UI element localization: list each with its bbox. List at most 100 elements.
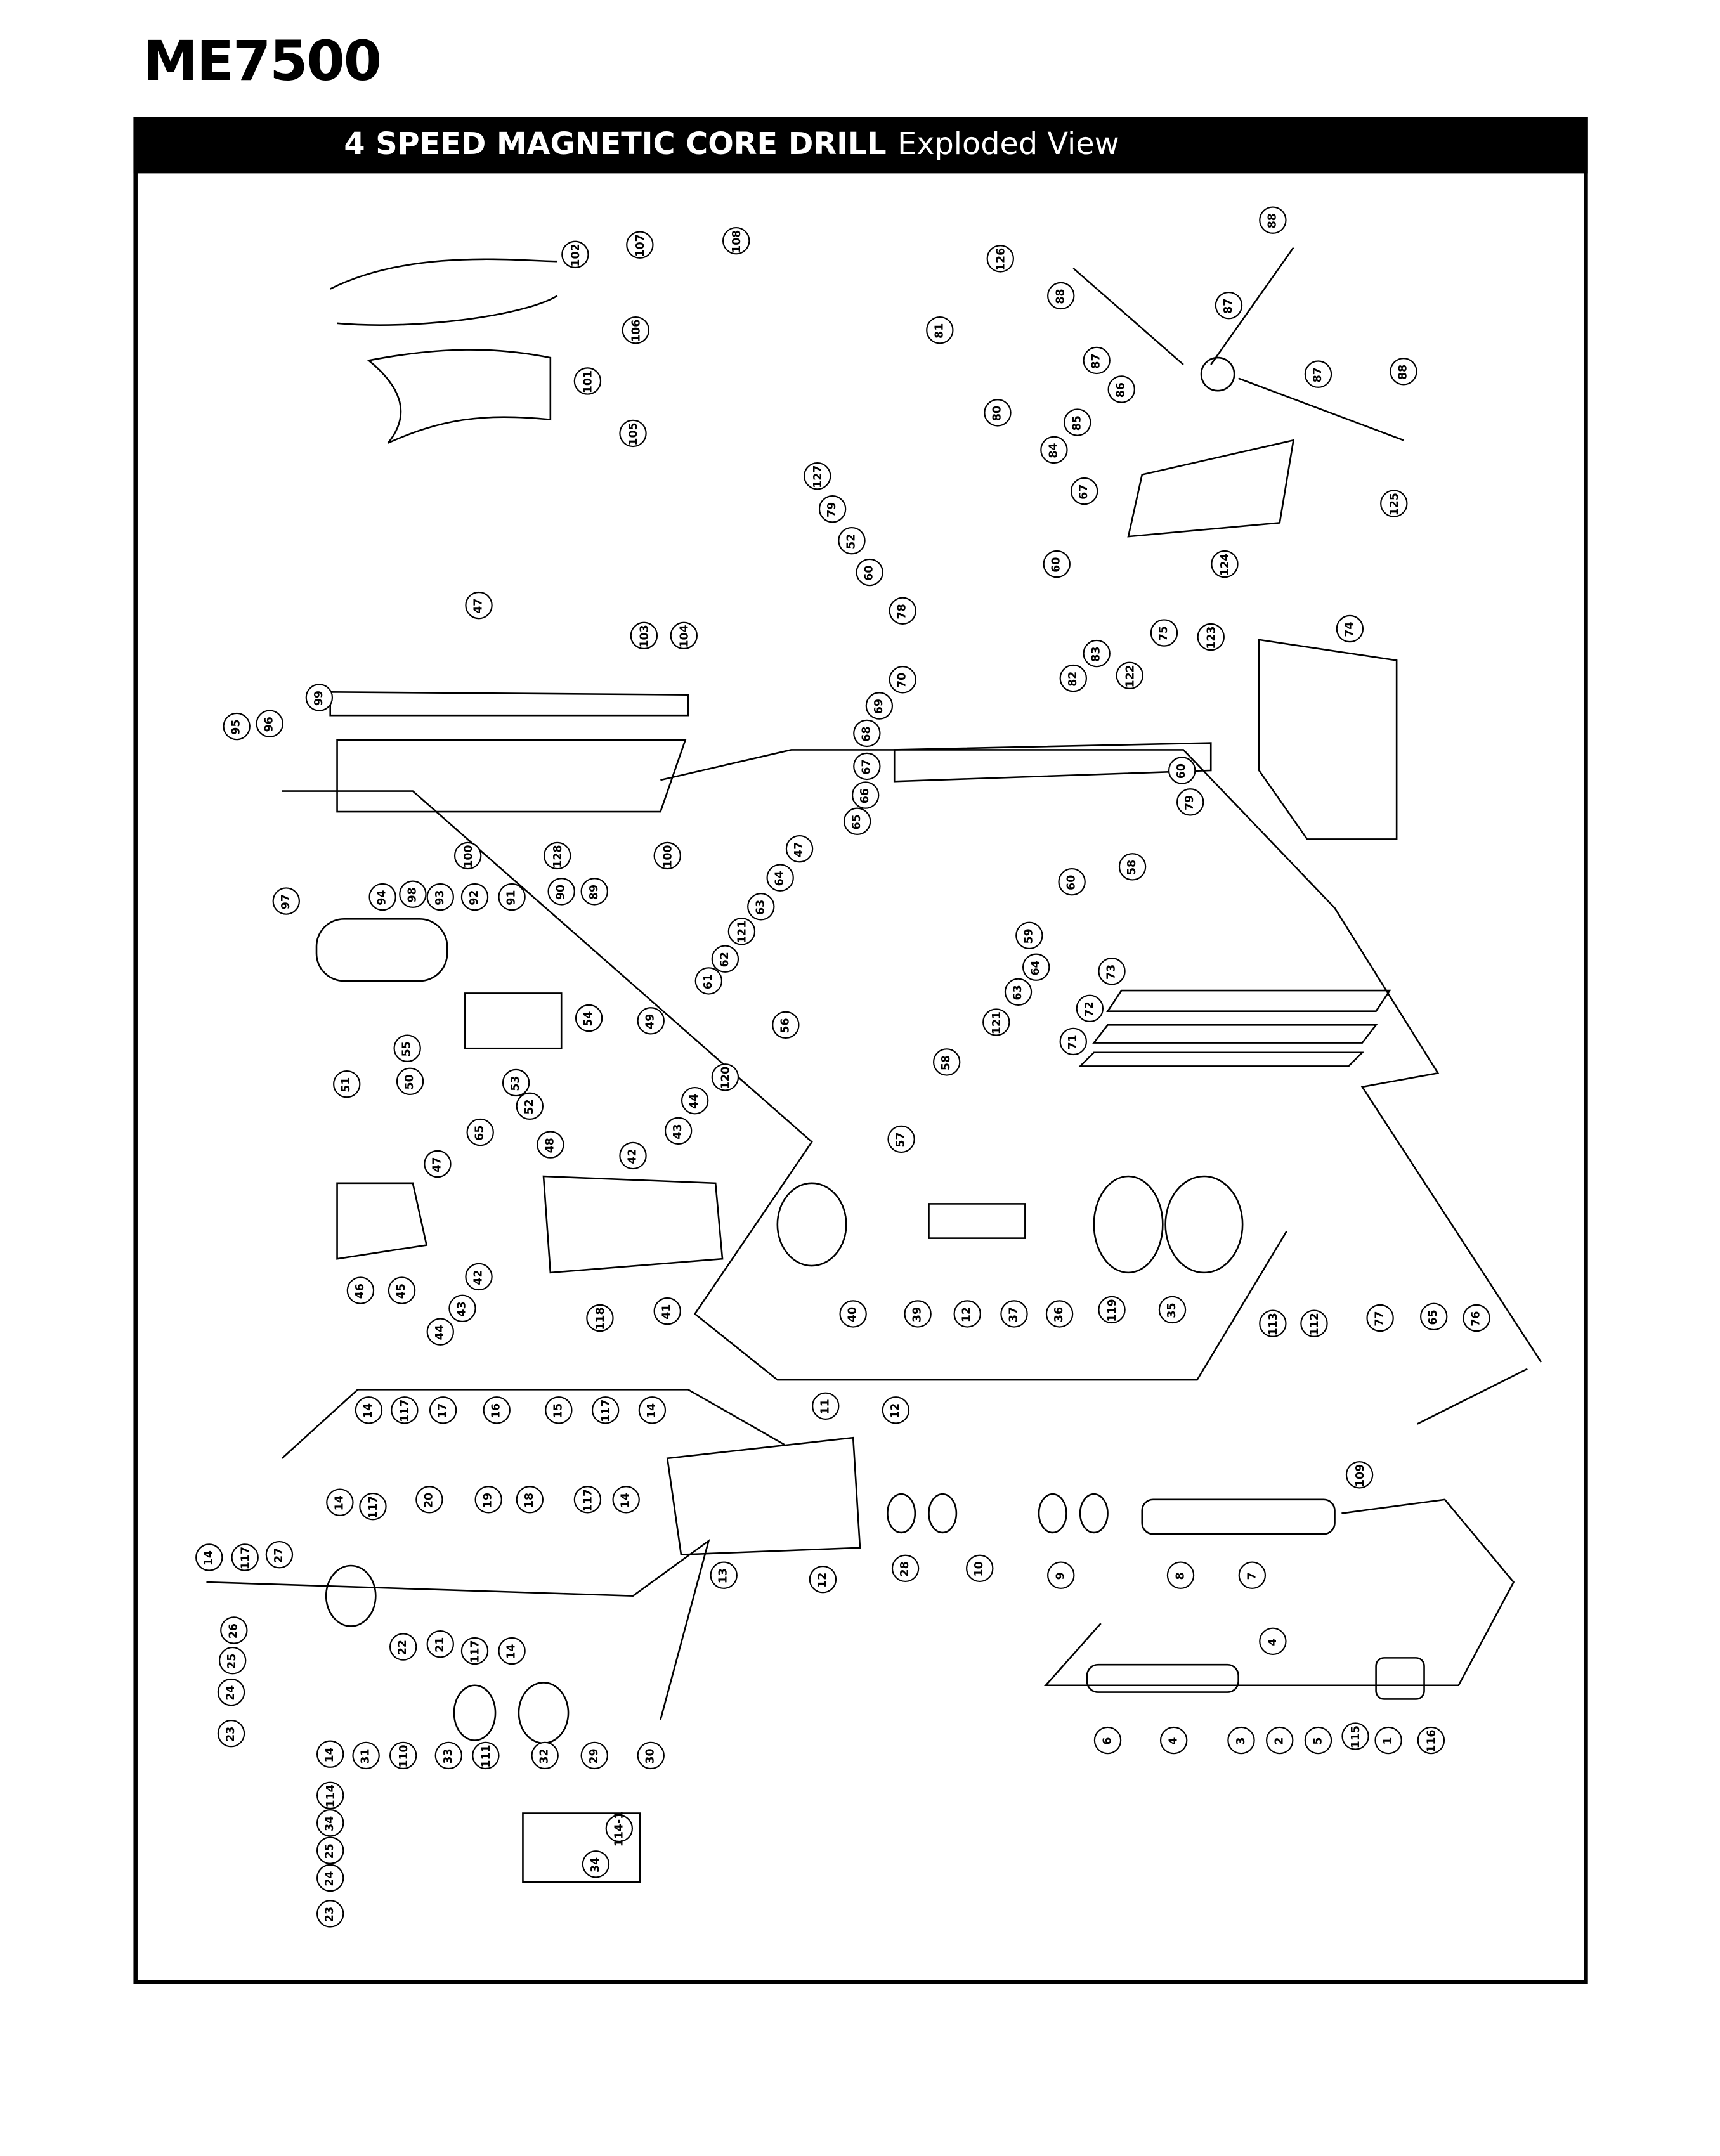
part-callout: 66 <box>851 781 880 809</box>
slide-plate <box>336 739 687 813</box>
part-number: 21 <box>434 1636 447 1652</box>
part-number: 65 <box>1427 1309 1440 1325</box>
part-number: 19 <box>482 1491 495 1507</box>
part-number: 57 <box>895 1131 908 1147</box>
part-number: 44 <box>688 1093 701 1108</box>
part-number: 113 <box>1267 1312 1279 1335</box>
part-number: 54 <box>582 1010 596 1026</box>
part-number: 50 <box>403 1074 417 1089</box>
part-callout: 121 <box>982 1008 1010 1036</box>
part-callout: 108 <box>722 226 750 255</box>
part-callout: 14 <box>612 1486 640 1514</box>
shield-part <box>367 349 552 444</box>
part-number: 14 <box>334 1495 346 1510</box>
part-number: 79 <box>826 501 839 517</box>
group-outline-motor <box>282 790 1287 1381</box>
part-callout: 125 <box>1380 490 1408 517</box>
brush-ring <box>1093 1175 1164 1274</box>
part-number: 104 <box>677 624 691 647</box>
part-callout: 65 <box>1420 1302 1448 1331</box>
part-number: 47 <box>793 841 806 857</box>
part-callout: 1 <box>1374 1726 1402 1755</box>
part-number: 31 <box>360 1748 372 1763</box>
part-number: 34 <box>323 1815 337 1831</box>
part-number: 43 <box>456 1301 469 1316</box>
part-callout: 10 <box>966 1554 994 1583</box>
part-callout: 107 <box>626 231 654 259</box>
part-number: 95 <box>230 718 243 734</box>
gear-housing <box>666 1436 861 1555</box>
handle-hub <box>1200 356 1235 392</box>
part-callout: 51 <box>333 1070 361 1098</box>
bearing <box>1079 1493 1109 1534</box>
part-number: 117 <box>599 1398 612 1422</box>
part-number: 125 <box>1388 491 1400 516</box>
part-number: 26 <box>228 1622 240 1639</box>
spindle-shaft <box>1141 1498 1336 1535</box>
part-number: 100 <box>461 844 474 867</box>
part-callout: 123 <box>1197 623 1225 651</box>
gear <box>325 1564 377 1627</box>
part-number: 60 <box>1050 556 1063 572</box>
part-callout: 72 <box>1076 994 1104 1023</box>
part-number: 16 <box>490 1402 503 1418</box>
part-number: 40 <box>847 1306 859 1322</box>
armature <box>928 1203 1026 1239</box>
part-number: 123 <box>1204 625 1217 649</box>
part-number: 87 <box>1312 367 1325 382</box>
part-callout: 79 <box>818 495 847 523</box>
part-callout: 57 <box>887 1125 915 1153</box>
part-callout: 100 <box>453 841 482 870</box>
part-number: 86 <box>1115 381 1128 398</box>
part-callout: 60 <box>1168 757 1196 784</box>
part-callout: 34 <box>582 1850 610 1878</box>
part-callout: 80 <box>984 399 1012 427</box>
part-callout: 12 <box>809 1566 837 1594</box>
part-number: 2 <box>1273 1736 1286 1744</box>
part-number: 49 <box>644 1013 657 1029</box>
part-number: 58 <box>1126 859 1139 874</box>
part-number: 126 <box>994 247 1007 271</box>
part-number: 120 <box>719 1065 732 1089</box>
part-callout: 30 <box>637 1741 665 1770</box>
part-number: 25 <box>226 1653 239 1668</box>
part-number: 58 <box>940 1054 953 1070</box>
model-number: ME7500 <box>143 30 382 94</box>
part-callout: 114 <box>316 1781 344 1810</box>
part-number: 103 <box>637 624 651 647</box>
part-number: 71 <box>1067 1034 1080 1049</box>
part-callout: 14 <box>316 1740 344 1768</box>
part-callout: 14 <box>498 1637 526 1665</box>
part-number: 70 <box>896 672 909 687</box>
part-callout: 39 <box>904 1300 932 1328</box>
gib-strip <box>1106 989 1391 1012</box>
part-callout: 14 <box>195 1543 223 1571</box>
part-number: 69 <box>873 698 886 714</box>
part-callout: 55 <box>393 1034 421 1062</box>
part-number: 102 <box>569 243 582 266</box>
part-number: 61 <box>702 973 715 989</box>
gear <box>453 1684 497 1741</box>
part-callout: 58 <box>932 1048 961 1076</box>
part-number: 107 <box>634 233 646 257</box>
part-callout: 31 <box>352 1741 380 1770</box>
part-callout: 65 <box>843 807 871 835</box>
part-callout: 89 <box>580 878 608 906</box>
part-number: 82 <box>1067 670 1080 686</box>
part-callout: 35 <box>1158 1296 1187 1324</box>
arbor <box>1086 1663 1239 1693</box>
part-number: 66 <box>859 787 872 803</box>
part-number: 99 <box>313 689 326 706</box>
part-callout: 77 <box>1366 1304 1394 1332</box>
part-callout: 88 <box>1259 206 1287 234</box>
part-callout: 28 <box>891 1554 920 1583</box>
part-number: 12 <box>816 1571 830 1587</box>
part-number: 67 <box>861 758 873 774</box>
part-callout: 82 <box>1059 664 1087 692</box>
part-callout: 99 <box>305 684 334 711</box>
part-callout: 117 <box>391 1396 419 1424</box>
part-number: 17 <box>436 1402 450 1418</box>
header-subtitle: Exploded View <box>897 127 1119 163</box>
part-callout: 81 <box>926 316 954 344</box>
